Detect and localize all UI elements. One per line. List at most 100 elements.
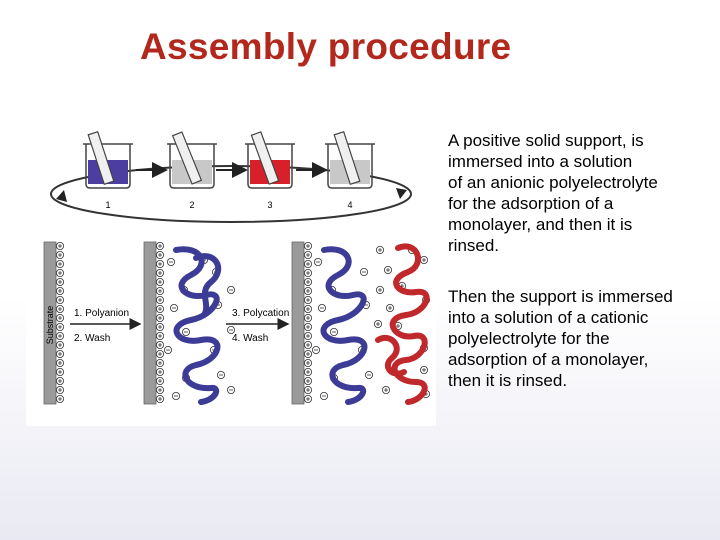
surface-charges [155, 241, 164, 403]
page-title: Assembly procedure [140, 26, 512, 67]
beaker-polyanion: 1 [83, 130, 133, 210]
beaker-outline [327, 144, 373, 189]
polyanion-chain [173, 246, 221, 405]
step-text: 3. Polycation [232, 308, 289, 319]
substrate-panel-polyanion [143, 241, 235, 405]
plus-charge-icon [55, 358, 64, 367]
description-cationic-step: Then the support is immersed into a solu… [448, 287, 673, 390]
polycation-chain [389, 243, 430, 405]
substrate-label: Substrate [45, 306, 55, 345]
substrate-panel-polycation [291, 241, 430, 405]
plus-charge-icon [303, 277, 312, 286]
beaker-wash-1: 2 [167, 131, 217, 210]
cycle-arrowhead [56, 190, 67, 202]
plus-charge-icon [155, 394, 164, 403]
minus-charge-icon [163, 345, 172, 354]
plus-charge-icon [155, 367, 164, 376]
plus-charge-icon [155, 385, 164, 394]
plus-charge-icon [155, 277, 164, 286]
minus-charge-icon [171, 391, 180, 400]
plus-charge-icon [155, 349, 164, 358]
plus-charge-icon [155, 259, 164, 268]
substrate-slide [250, 131, 280, 185]
plus-charge-icon [419, 365, 428, 374]
plus-charge-icon [383, 265, 392, 274]
minus-charge-icon [226, 285, 235, 294]
plus-charge-icon [303, 304, 312, 313]
surface-charges [55, 241, 64, 403]
beaker-number: 2 [189, 200, 194, 210]
beaker-outline [85, 144, 131, 189]
minus-charge-icon [313, 257, 322, 266]
plus-charge-icon [385, 303, 394, 312]
plus-charge-icon [155, 322, 164, 331]
plus-charge-icon [155, 286, 164, 295]
plus-charge-icon [303, 394, 312, 403]
diagram-canvas: 1 2 3 4 Substrate [43, 130, 430, 405]
plus-charge-icon [155, 340, 164, 349]
plus-charge-icon [155, 250, 164, 259]
substrate-block [291, 241, 305, 405]
substrate-panel-bare: Substrate [43, 241, 64, 405]
plus-charge-icon [55, 349, 64, 358]
beaker-number: 3 [267, 200, 272, 210]
beaker-wash-2: 4 [325, 130, 375, 210]
minus-charge-icon [181, 327, 190, 336]
plus-charge-icon [55, 268, 64, 277]
polyanion-chain [193, 253, 222, 318]
plus-charge-icon [55, 304, 64, 313]
minus-charge-icon [166, 257, 175, 266]
plus-charge-icon [155, 295, 164, 304]
plus-charge-icon [303, 340, 312, 349]
plus-charge-icon [303, 313, 312, 322]
plus-charge-icon [155, 313, 164, 322]
plus-charge-icon [55, 376, 64, 385]
plus-charge-icon [55, 367, 64, 376]
substrate-slide [333, 130, 361, 186]
plus-charge-icon [303, 295, 312, 304]
plus-charge-icon [303, 250, 312, 259]
plus-charge-icon [303, 367, 312, 376]
cycle-arrowhead [396, 188, 407, 199]
polyanion-chain [320, 246, 368, 405]
plus-charge-icon [303, 286, 312, 295]
minus-charge-icon [364, 370, 373, 379]
substrate-block [143, 241, 157, 405]
beaker-number: 1 [105, 200, 110, 210]
plus-charge-icon [155, 331, 164, 340]
plus-charge-icon [375, 285, 384, 294]
cycle-loop [50, 165, 412, 223]
beaker-outline [169, 144, 215, 189]
plus-charge-icon [55, 394, 64, 403]
plus-charge-icon [303, 358, 312, 367]
plus-charge-icon [303, 331, 312, 340]
plus-charge-icon [55, 286, 64, 295]
minus-charge-icon [329, 327, 338, 336]
plus-charge-icon [303, 376, 312, 385]
plus-charge-icon [155, 358, 164, 367]
polycation-chain [375, 335, 407, 377]
beaker-number: 4 [347, 200, 352, 210]
plus-charge-icon [155, 268, 164, 277]
plus-charge-icon [303, 385, 312, 394]
plus-charge-icon [55, 259, 64, 268]
plus-charge-icon [155, 241, 164, 250]
plus-charge-icon [55, 340, 64, 349]
plus-charge-icon [55, 385, 64, 394]
minus-charge-icon [319, 391, 328, 400]
plus-charge-icon [55, 313, 64, 322]
minus-charge-icon [359, 267, 368, 276]
minus-charge-icon [169, 303, 178, 312]
plus-charge-icon [303, 241, 312, 250]
plus-charge-icon [55, 241, 64, 250]
plus-charge-icon [375, 245, 384, 254]
plus-charge-icon [303, 268, 312, 277]
description-anionic-step: A positive solid support, is immersed in… [448, 131, 658, 255]
plus-charge-icon [155, 304, 164, 313]
plus-charge-icon [303, 349, 312, 358]
beaker-polycation: 3 [245, 131, 295, 210]
step-text: 2. Wash [74, 333, 110, 344]
substrate-block [43, 241, 57, 405]
beaker-outline [247, 144, 293, 189]
surface-charges [303, 241, 312, 403]
